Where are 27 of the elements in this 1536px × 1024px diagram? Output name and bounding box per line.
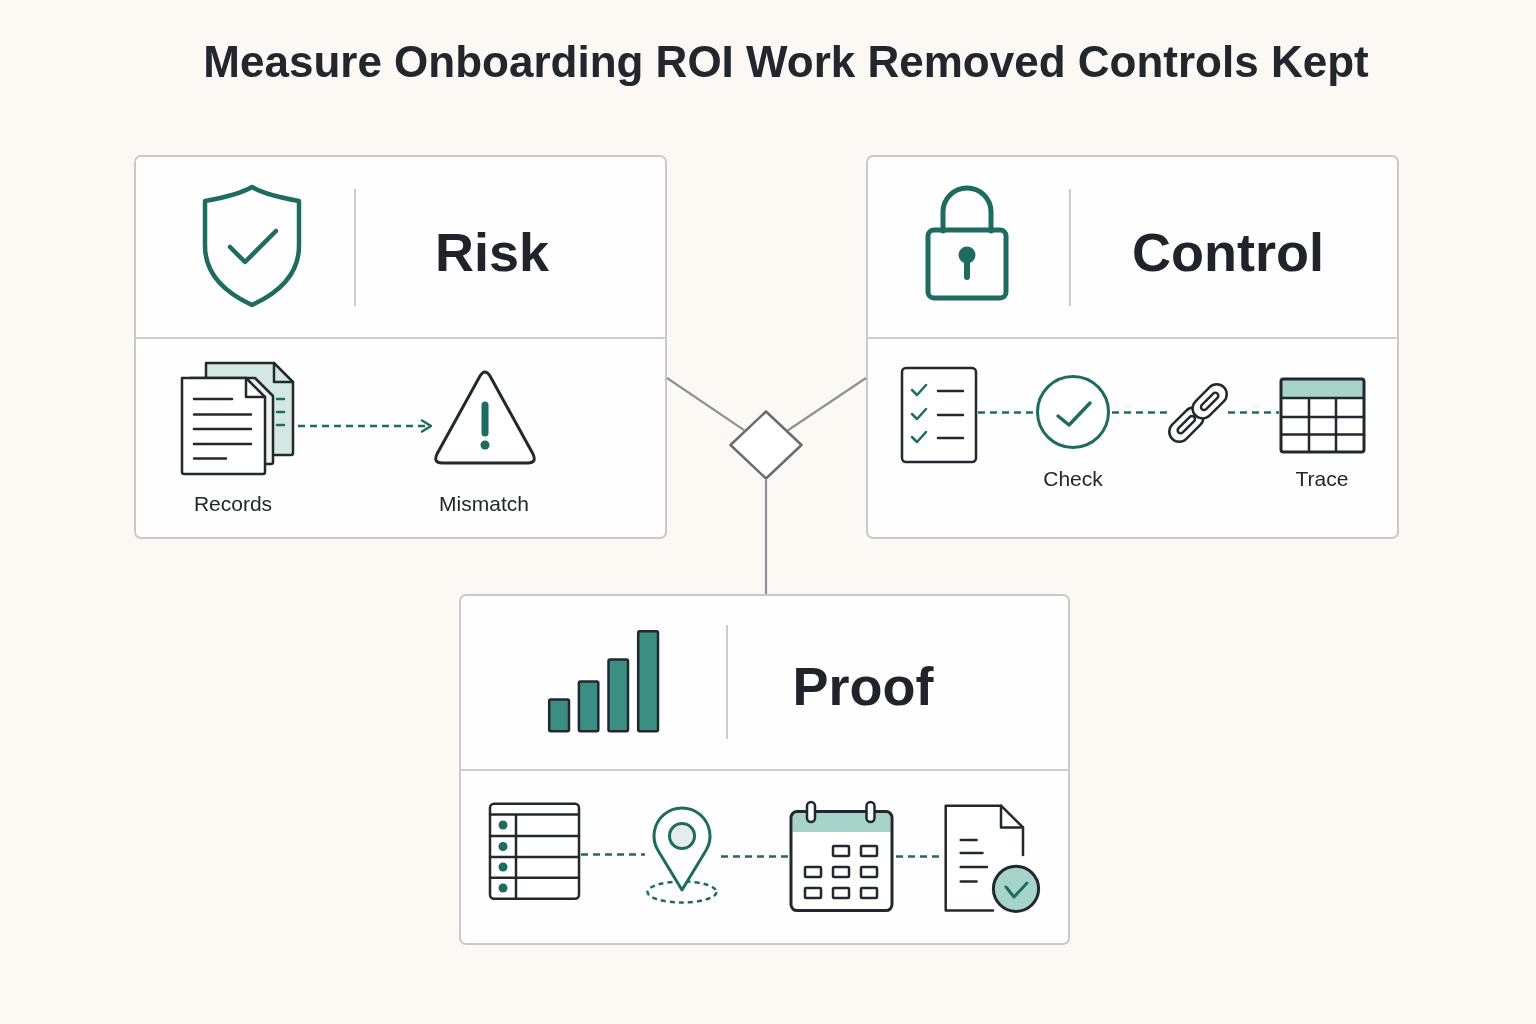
card-panel	[134, 155, 667, 539]
list-icon	[488, 801, 581, 901]
card-panel	[459, 594, 1070, 945]
card-heading: Control	[1132, 221, 1324, 284]
icon-label: Records	[193, 491, 273, 516]
card-heading: Risk	[434, 221, 550, 284]
junction-diamond	[729, 410, 803, 480]
dashed-connector-line	[721, 855, 788, 858]
diagram-title: Measure Onboarding ROI Work Removed Controls Kept	[203, 36, 1369, 88]
document-check-icon	[943, 803, 1043, 915]
connector-line	[787, 377, 867, 432]
icon-label: Check	[1043, 466, 1103, 491]
dashed-connector-line	[978, 411, 1034, 414]
dashed-arrow	[298, 419, 433, 433]
card-heading: Proof	[792, 654, 934, 718]
dashed-connector-line	[581, 853, 645, 856]
chain-link-icon	[1168, 383, 1228, 443]
icon-label: Trace	[1295, 466, 1349, 491]
icon-label: Mismatch	[439, 491, 529, 516]
checklist-icon	[900, 366, 978, 464]
card-panel	[866, 155, 1399, 539]
location-pin-icon	[645, 805, 721, 905]
dashed-connector-line	[1112, 411, 1168, 414]
calendar-icon	[788, 800, 896, 913]
connector-line	[666, 377, 746, 432]
dashed-connector-line	[1228, 411, 1279, 414]
connector-line	[764, 480, 768, 594]
